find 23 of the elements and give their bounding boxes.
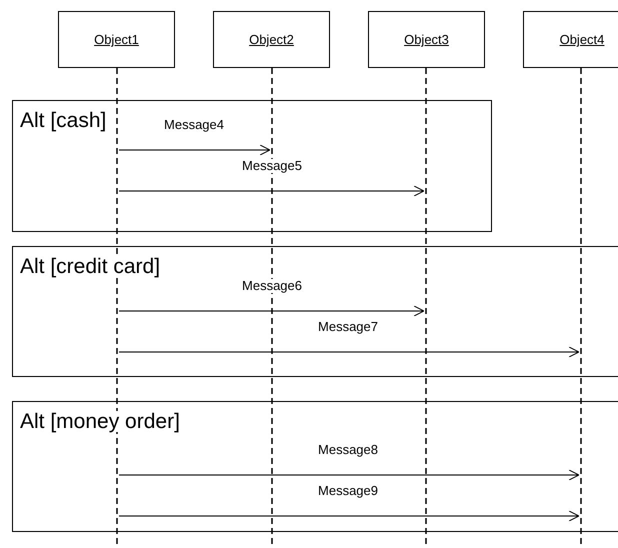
message-arrow: [118, 186, 424, 196]
message-label: Message9: [318, 484, 378, 498]
message-label: Message5: [242, 159, 302, 174]
message-arrow: [118, 306, 424, 316]
object-name: Object1: [94, 32, 139, 47]
object-name: Object2: [249, 32, 294, 47]
frame-title: Alt [cash]: [20, 110, 106, 131]
object-box: [213, 11, 330, 68]
object-name: Object3: [404, 32, 449, 47]
message-label: Message4: [164, 118, 224, 132]
message-arrow: [118, 144, 270, 156]
message-arrow: [118, 510, 580, 522]
message-label: Message8: [318, 443, 378, 458]
object-name: Object4: [560, 32, 604, 47]
message-arrow: [118, 470, 580, 480]
frame-title: Alt [money order]: [20, 411, 180, 432]
object-box: [523, 11, 618, 68]
message-arrow: [118, 346, 580, 358]
message-label: Message7: [318, 320, 378, 334]
message-label: Message6: [242, 279, 302, 294]
object-box: [58, 11, 175, 68]
frame-title: Alt [credit card]: [20, 256, 160, 277]
object-box: [368, 11, 485, 68]
